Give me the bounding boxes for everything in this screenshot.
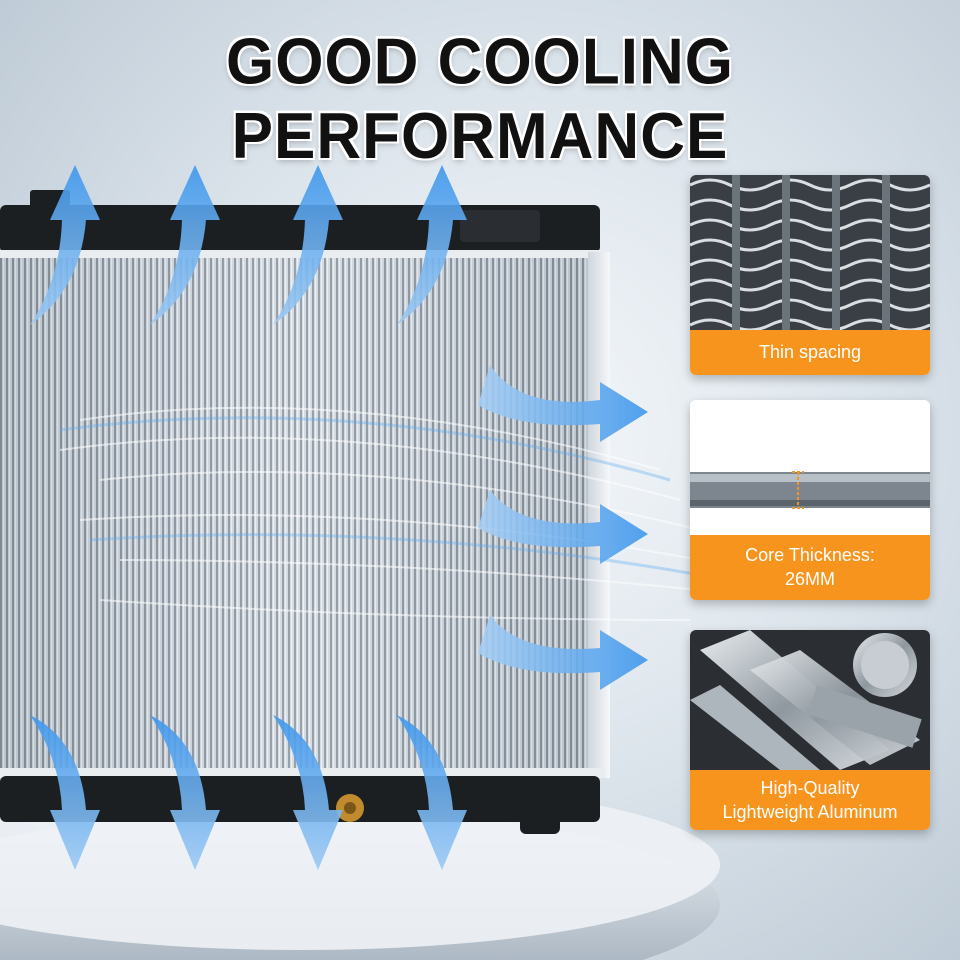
airflow-arrows-down [30,715,467,870]
page-title: GOOD COOLING PERFORMANCE [226,25,734,173]
feature-card-core-thickness: Core Thickness: 26MM [690,400,930,600]
airflow-arrow-icon [30,715,100,870]
airflow-arrow-icon [478,490,648,564]
feature-label: Core Thickness: 26MM [690,535,930,600]
airflow-arrow-icon [273,165,343,325]
aluminum-bars-image [690,630,930,770]
airflow-arrow-icon [30,165,100,325]
feature-label: High-Quality Lightweight Aluminum [690,770,930,830]
airflow-arrow-icon [478,615,648,690]
airflow-arrow-icon [150,165,220,325]
feature-card-aluminum: High-Quality Lightweight Aluminum [690,630,930,830]
feature-label-line: High-Quality [760,778,860,798]
airflow-arrows-up [30,165,467,325]
feature-label: Thin spacing [690,330,930,375]
thickness-marker-icon [792,471,804,509]
airflow-arrow-icon [397,715,467,870]
fin-closeup-image [690,175,930,330]
airflow-arrow-icon [478,365,648,442]
airflow-arrow-icon [273,715,343,870]
airflow-arrow-icon [150,715,220,870]
feature-label-line: 26MM [784,569,835,589]
tube-closeup-image [690,400,930,535]
feature-card-thin-spacing: Thin spacing [690,175,930,375]
airflow-arrows-right [478,365,648,690]
feature-label-line: Lightweight Aluminum [722,802,898,822]
feature-label-line: Core Thickness: [745,545,875,565]
airflow-arrow-icon [397,165,467,325]
